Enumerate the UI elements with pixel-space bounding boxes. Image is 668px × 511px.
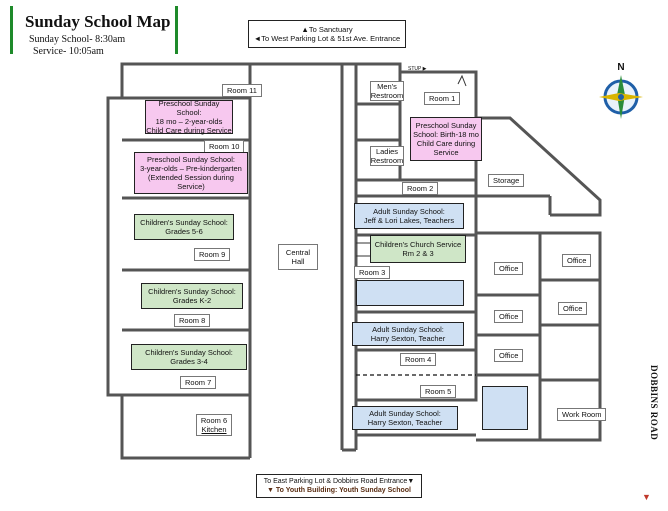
- stair-label: STUP ▶: [408, 66, 427, 72]
- program-line: Child Care during Service: [146, 126, 232, 135]
- room-8-label: Room 8: [174, 314, 211, 327]
- program-line: School: Birth-18 mo: [413, 130, 479, 139]
- title-box: Sunday School Map Sunday School- 8:30am …: [10, 6, 178, 57]
- hall-label: Hall: [291, 257, 305, 266]
- program-line: 18 mo – 2-year-olds: [155, 117, 223, 126]
- adult-sexton-box-2: Adult Sunday School: Harry Sexton, Teach…: [352, 406, 458, 430]
- work-room-label: Work Room: [557, 408, 607, 421]
- room-6-kitchen-label: Room 6 Kitchen: [196, 414, 232, 436]
- office-label: Office: [494, 310, 524, 323]
- program-line: Children's Sunday School:: [148, 287, 236, 296]
- room-3-label: Room 3: [354, 266, 391, 279]
- office-label: Office: [494, 349, 524, 362]
- program-line: Children's Sunday School:: [145, 348, 233, 357]
- program-line: Adult Sunday School:: [373, 207, 445, 216]
- office-label: Office: [562, 254, 592, 267]
- room-6-label: Room 6: [200, 416, 228, 425]
- storage-label: Storage: [488, 174, 525, 187]
- compass-north-label: N: [617, 62, 624, 73]
- map-title: Sunday School Map: [25, 12, 171, 31]
- kitchen-label: Kitchen: [201, 425, 227, 434]
- ladies-label: Ladies: [375, 147, 399, 156]
- road-arrow-icon: ▼: [642, 492, 651, 502]
- to-sanctuary-label: ▲To Sanctuary: [301, 25, 353, 34]
- childrens-church-box: Children's Church Service Rm 2 & 3: [370, 235, 466, 263]
- to-east-parking-label: To East Parking Lot & Dobbins Road Entra…: [263, 478, 415, 485]
- office-blue-room: [482, 386, 528, 430]
- central-hall-label: Central Hall: [278, 244, 318, 270]
- room-5-label: Room 5: [420, 385, 457, 398]
- room-11-label: Room 11: [222, 84, 262, 97]
- top-entrance-box: ▲To Sanctuary ◄To West Parking Lot & 51s…: [248, 20, 406, 48]
- room-1-label: Room 1: [424, 92, 461, 105]
- program-line: Children's Sunday School:: [140, 218, 228, 227]
- to-youth-building-label: ▼ To Youth Building: Youth Sunday School: [267, 487, 411, 494]
- room-3-adult-box: [356, 280, 464, 306]
- office-label: Office: [494, 262, 524, 275]
- program-line: Grades 3-4: [170, 357, 208, 366]
- office-label: Office: [558, 302, 588, 315]
- service-time: Service- 10:05am: [33, 46, 104, 57]
- program-line: Harry Sexton, Teacher: [367, 418, 443, 427]
- room-9-label: Room 9: [194, 248, 231, 261]
- program-line: Grades 5-6: [165, 227, 203, 236]
- program-line: Preschool Sunday: [415, 121, 477, 130]
- room-2-label: Room 2: [402, 182, 439, 195]
- central-label: Central: [285, 248, 311, 257]
- preschool-3yr-box: Preschool Sunday School: 3-year-olds – P…: [134, 152, 248, 194]
- program-line: Children's Church Service: [374, 240, 462, 249]
- dobbins-road-label: DOBBINS ROAD: [649, 365, 659, 441]
- program-line: Jeff & Lori Lakes, Teachers: [363, 216, 455, 225]
- restroom-label: Restroom: [370, 156, 404, 165]
- preschool-birth-box: Preschool Sunday School: Birth-18 mo Chi…: [410, 117, 482, 161]
- grades-5-6-box: Children's Sunday School: Grades 5-6: [134, 214, 234, 240]
- preschool-18mo-box: Preschool Sunday School: 18 mo – 2-year-…: [145, 99, 233, 135]
- mens-restroom-label: Men's Restroom: [370, 81, 404, 101]
- program-line: Grades K-2: [172, 296, 212, 305]
- grades-k-2-box: Children's Sunday School: Grades K-2: [141, 283, 243, 309]
- ladies-restroom-label: Ladies Restroom: [370, 146, 404, 166]
- program-line: Harry Sexton, Teacher: [370, 334, 446, 343]
- restroom-label: Restroom: [370, 91, 404, 100]
- program-line: Adult Sunday School:: [369, 409, 441, 418]
- bottom-entrance-box: To East Parking Lot & Dobbins Road Entra…: [256, 474, 422, 498]
- program-line: Adult Sunday School:: [372, 325, 444, 334]
- room-4-label: Room 4: [400, 353, 437, 366]
- to-west-parking-label: ◄To West Parking Lot & 51st Ave. Entranc…: [253, 34, 401, 43]
- program-line: Rm 2 & 3: [402, 249, 434, 258]
- program-line: (Extended Session during Service): [148, 173, 234, 191]
- adult-sexton-box-1: Adult Sunday School: Harry Sexton, Teach…: [352, 322, 464, 346]
- mens-label: Men's: [377, 82, 397, 91]
- room-7-label: Room 7: [180, 376, 217, 389]
- grades-3-4-box: Children's Sunday School: Grades 3-4: [131, 344, 247, 370]
- compass-icon: N: [599, 62, 643, 119]
- program-line: Child Care during: [416, 139, 476, 148]
- sunday-school-time: Sunday School- 8:30am: [29, 34, 126, 45]
- program-line: Service: [433, 148, 459, 157]
- program-line: 3-year-olds – Pre-kindergarten: [140, 164, 242, 173]
- program-line: Preschool Sunday School:: [158, 99, 220, 117]
- adult-lakes-box: Adult Sunday School: Jeff & Lori Lakes, …: [354, 203, 464, 229]
- program-line: Preschool Sunday School:: [147, 155, 235, 164]
